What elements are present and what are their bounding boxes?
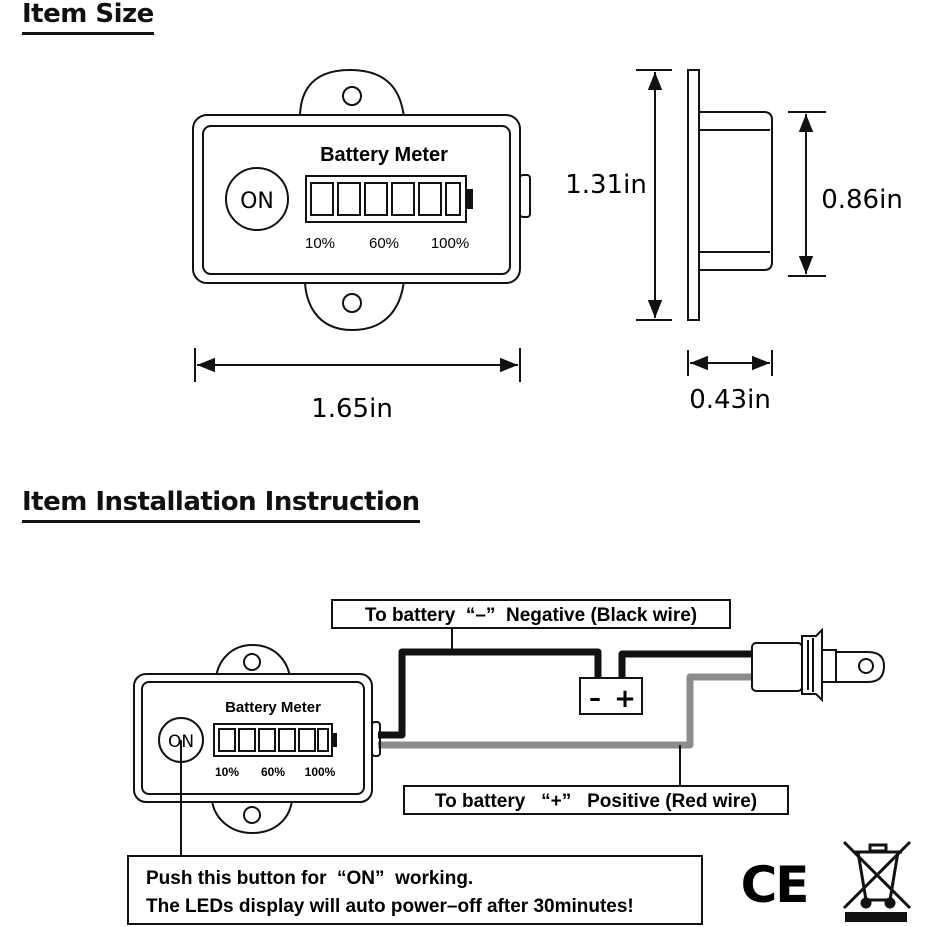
- side-view-meter: [687, 69, 773, 321]
- note-box: [127, 855, 703, 925]
- mounting-hole-bottom: [342, 293, 362, 313]
- positive-label: To battery “+” Positive (Red wire): [435, 791, 757, 812]
- on-button-front: [225, 167, 289, 231]
- level-10-install: 10%: [215, 765, 239, 779]
- key-switch: [751, 627, 886, 703]
- width-dimension: [194, 348, 521, 382]
- level-10-front: 10%: [305, 235, 335, 252]
- mounting-hole-top: [342, 86, 362, 106]
- install-meter: [133, 643, 381, 856]
- level-60-install: 60%: [261, 765, 285, 779]
- weee-bin-icon: [842, 840, 912, 922]
- body-height-label: 0.86in: [821, 185, 903, 215]
- body-height-dimension: [788, 111, 826, 277]
- level-60-front: 60%: [369, 235, 399, 252]
- on-label-front: ON: [240, 189, 274, 214]
- section-title-item-size: Item Size: [22, 0, 154, 35]
- on-label-install: ON: [168, 732, 194, 752]
- width-label: 1.65in: [311, 394, 393, 424]
- note-line-1: Push this button for “ON” working.: [146, 868, 473, 889]
- ce-mark: CE: [741, 856, 808, 914]
- black-wire: [378, 648, 752, 739]
- level-100-front: 100%: [431, 235, 469, 252]
- negative-label: To battery “–” Negative (Black wire): [365, 605, 697, 626]
- battery-minus: –: [589, 684, 601, 712]
- height-dimension: [636, 69, 672, 321]
- meter-title-install: Battery Meter: [225, 699, 321, 716]
- depth-label: 0.43in: [689, 385, 771, 415]
- battery-plus: +: [614, 684, 636, 714]
- red-wire: [378, 673, 752, 749]
- section-title-installation: Item Installation Instruction: [22, 487, 420, 523]
- level-100-install: 100%: [305, 765, 336, 779]
- positive-label-box: [403, 785, 789, 815]
- battery-symbol: [579, 677, 643, 715]
- front-view-meter: [192, 68, 531, 332]
- note-line-2: The LEDs display will auto power–off aft…: [146, 896, 634, 917]
- depth-dimension: [687, 350, 773, 376]
- height-label: 1.31in: [565, 170, 647, 200]
- meter-title-front: Battery Meter: [320, 144, 448, 166]
- wiring: [378, 628, 752, 786]
- negative-label-box: [331, 599, 731, 629]
